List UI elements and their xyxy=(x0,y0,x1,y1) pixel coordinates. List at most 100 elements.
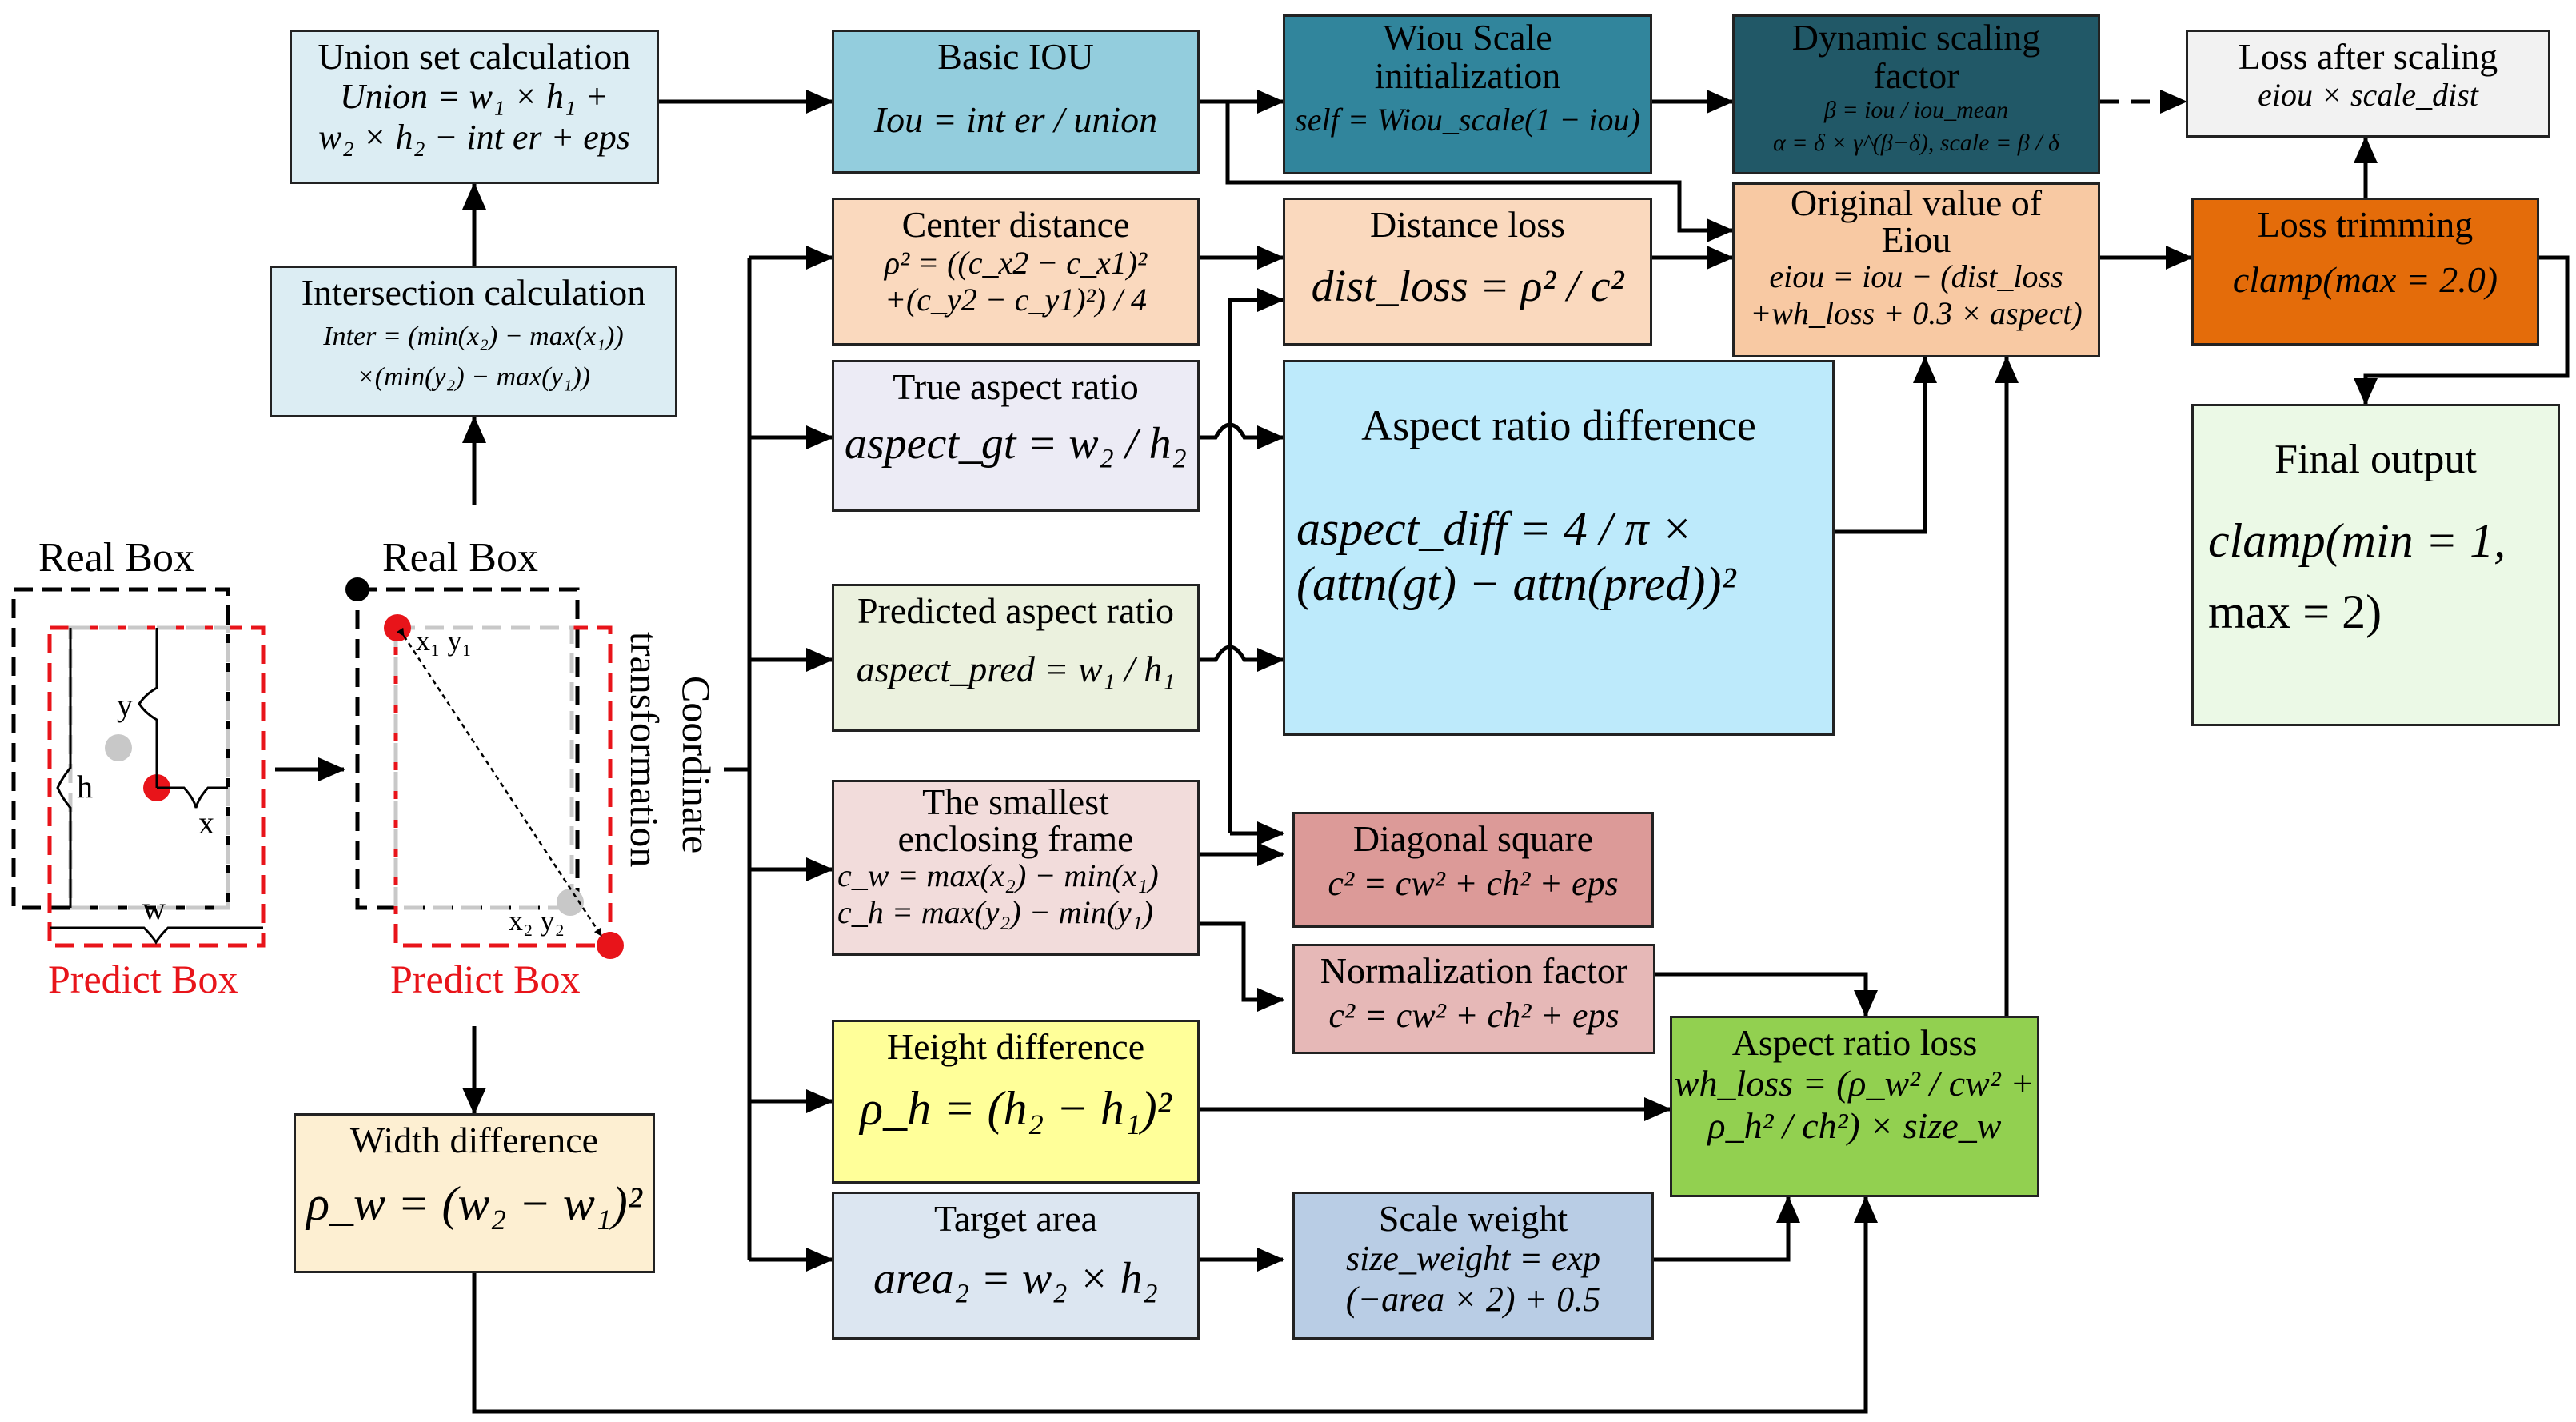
predict-box-1-outline xyxy=(47,625,266,948)
brace-h xyxy=(56,628,72,908)
wiou-title-line1: Wiou Scale xyxy=(1383,17,1552,58)
intersection-box: Intersection calculation Inter = (min(x₂… xyxy=(270,266,677,417)
union-formula-line2: w₂ × h₂ − int er + eps xyxy=(318,117,630,157)
aspect-diff-formula-line2: (attn(gt) − attn(pred))² xyxy=(1296,557,1736,610)
real-box-label-1: Real Box xyxy=(38,535,194,581)
center-distance-title: Center distance xyxy=(901,204,1130,245)
target-area-title: Target area xyxy=(933,1198,1098,1239)
scale-weight-formula-line1: size_weight = exp xyxy=(1345,1239,1601,1278)
normalization-title: Normalization factor xyxy=(1320,950,1628,991)
dynamic-formula-line2: α = δ × γ^(β−δ), scale = β / δ xyxy=(1773,129,2059,156)
loss-after-title: Loss after scaling xyxy=(2238,36,2498,77)
real-box-2-gray xyxy=(393,625,574,910)
label-x2y2: x₂ y₂ xyxy=(509,905,565,937)
final-output-title: Final output xyxy=(2274,437,2477,482)
original-formula-line1: eiou = iou − (dist_loss xyxy=(1769,258,2063,294)
diagonal-title: Diagonal square xyxy=(1352,818,1594,859)
label-w: w xyxy=(142,890,166,926)
arrow-scale-to-aspect-loss xyxy=(1654,1196,1800,1262)
aspect-diff-box: Aspect ratio difference aspect_diff = 4 … xyxy=(1283,360,1835,736)
original-title-line2: Eiou xyxy=(1881,219,1951,260)
wiou-scale-box: Wiou Scale initialization self = Wiou_sc… xyxy=(1283,14,1652,174)
center-formula-line2: +(c_y2 − c_y1)²) / 4 xyxy=(884,282,1148,318)
union-set-box: Union set calculation Union = w₁ × h₁ + … xyxy=(290,30,659,184)
red-point-bottom xyxy=(597,932,624,959)
basic-iou-box: Basic IOU Iou = int er / union xyxy=(832,30,1200,174)
brace-w xyxy=(50,926,263,945)
enclosing-formula-line2: c_h = max(y₂) − min(y₁) xyxy=(837,894,1153,930)
loss-after-scaling-box: Loss after scaling eiou × scale_dist xyxy=(2186,30,2550,138)
normalization-formula: c² = cw² + ch² + eps xyxy=(1328,996,1619,1035)
label-x1y1: x₁ y₁ xyxy=(416,625,473,657)
final-output-box: Final output clamp(min = 1, max = 2) xyxy=(2191,404,2560,726)
width-diff-box: Width difference ρ_w = (w₂ − w₁)² xyxy=(294,1113,655,1273)
original-formula-line2: +wh_loss + 0.3 × aspect) xyxy=(1750,295,2083,331)
dynamic-scaling-box: Dynamic scaling factor β = iou / iou_mea… xyxy=(1732,14,2100,174)
diagonal-dotted-arrow xyxy=(396,627,603,937)
diagonal-square-box: Diagonal square c² = cw² + ch² + eps xyxy=(1292,812,1654,928)
normalization-box: Normalization factor c² = cw² + ch² + ep… xyxy=(1292,944,1655,1054)
height-diff-title: Height difference xyxy=(886,1026,1145,1067)
trunk-line xyxy=(724,258,752,1260)
intersection-formula-line2: ×(min(y₂) − max(y₁)) xyxy=(356,362,591,393)
final-formula-line1: clamp(min = 1, xyxy=(2208,514,2506,567)
diagonal-formula: c² = cw² + ch² + eps xyxy=(1328,864,1619,903)
arrow-iou-to-original xyxy=(1200,99,1734,242)
black-corner-point xyxy=(345,577,369,601)
gray-point-1 xyxy=(105,734,132,761)
box-diagram-2 xyxy=(345,577,624,959)
target-area-formula: area₂ = w₂ × h₂ xyxy=(873,1254,1158,1304)
true-aspect-box: True aspect ratio aspect_gt = w₂ / h₂ xyxy=(832,360,1200,512)
label-transformation: transformation xyxy=(622,632,667,868)
aspect-loss-formula-line1: wh_loss = (ρ_w² / cw² + xyxy=(1674,1063,2035,1104)
arrow-true-aspect-to-diff xyxy=(1200,422,1284,449)
width-diff-title: Width difference xyxy=(349,1120,599,1160)
enclosing-title-line2: enclosing frame xyxy=(897,818,1134,859)
original-title-line1: Original value of xyxy=(1790,182,2043,223)
basic-iou-formula: Iou = int er / union xyxy=(873,99,1158,140)
aspect-loss-title: Aspect ratio loss xyxy=(1731,1022,1978,1063)
intersection-title: Intersection calculation xyxy=(301,272,646,313)
scale-weight-title: Scale weight xyxy=(1378,1198,1568,1239)
arrow-enclosing-to-normalization xyxy=(1200,921,1284,1012)
pred-aspect-title: Predicted aspect ratio xyxy=(857,590,1174,631)
box-diagram-1 xyxy=(11,587,266,948)
center-formula-line1: ρ² = ((c_x2 − c_x1)² xyxy=(884,245,1148,281)
loss-trimming-formula: clamp(max = 2.0) xyxy=(2232,259,2498,300)
real-box-label-2: Real Box xyxy=(382,535,538,581)
predict-box-label-1: Predict Box xyxy=(48,957,238,1001)
enclosing-title-line1: The smallest xyxy=(922,781,1109,822)
pred-aspect-formula: aspect_pred = w₁ / h₁ xyxy=(856,649,1176,689)
true-aspect-formula: aspect_gt = w₂ / h₂ xyxy=(844,419,1188,469)
true-aspect-title: True aspect ratio xyxy=(893,366,1139,407)
scale-weight-formula-line2: (−area × 2) + 0.5 xyxy=(1345,1279,1601,1319)
enclosing-to-distance-bypass xyxy=(1228,288,1284,833)
real-box-1-gray xyxy=(68,625,230,910)
wiou-formula: self = Wiou_scale(1 − iou) xyxy=(1295,102,1640,138)
aspect-ratio-loss-box: Aspect ratio loss wh_loss = (ρ_w² / cw² … xyxy=(1670,1016,2039,1197)
label-h: h xyxy=(77,769,93,805)
arrow-aspect-diff-to-original xyxy=(1835,356,1937,534)
distance-loss-box: Distance loss dist_loss = ρ² / c² xyxy=(1283,198,1652,346)
label-coordinate: Coordinate xyxy=(674,676,719,854)
label-y: y xyxy=(117,687,133,723)
wiou-title-line2: initialization xyxy=(1374,55,1561,96)
arrow-pred-aspect-to-diff xyxy=(1200,645,1284,672)
height-diff-box: Height difference ρ_h = (h₂ − h₁)² xyxy=(832,1020,1200,1184)
enclosing-formula-line1: c_w = max(x₂) − min(x₁) xyxy=(837,857,1159,893)
aspect-diff-formula-line1: aspect_diff = 4 / π × xyxy=(1296,502,1693,555)
target-area-box: Target area area₂ = w₂ × h₂ xyxy=(832,1192,1200,1340)
union-formula-line1: Union = w₁ × h₁ + xyxy=(339,77,609,116)
red-point-top xyxy=(384,614,411,641)
brace-x xyxy=(157,786,228,809)
dynamic-formula-line1: β = iou / iou_mean xyxy=(1823,97,2009,123)
intersection-formula-line1: Inter = (min(x₂) − max(x₁)) xyxy=(323,322,624,351)
enclosing-frame-box: The smallest enclosing frame c_w = max(x… xyxy=(832,780,1200,956)
loss-trimming-title: Loss trimming xyxy=(2257,204,2474,245)
arrow-trimming-to-final xyxy=(2354,255,2570,405)
arrow-normalization-to-aspect-loss xyxy=(1655,972,1878,1017)
pred-aspect-box: Predicted aspect ratio aspect_pred = w₁ … xyxy=(832,584,1200,732)
predict-box-label-2: Predict Box xyxy=(390,957,581,1001)
final-formula-line2: max = 2) xyxy=(2208,585,2382,638)
